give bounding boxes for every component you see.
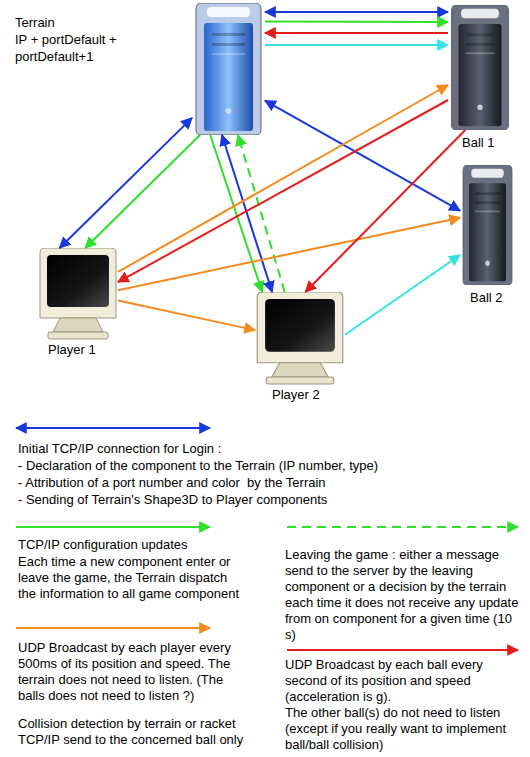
note-text: - Attribution of a port number and color… (18, 475, 326, 491)
computer-node: Ball 2 (460, 165, 515, 285)
node-label: Player 2 (272, 387, 320, 403)
note-text: - Sending of Terrain's Shape3D to Player… (18, 492, 327, 508)
legend-line (16, 427, 210, 429)
legend-line (287, 526, 518, 528)
legend-text: Initial TCP/IP connection for Login : (18, 441, 221, 457)
connector-arrow (118, 300, 255, 330)
monitor-icon (255, 292, 345, 385)
note-text: The other ball(s) do not need to listen … (285, 705, 523, 753)
computer-node: Player 1 (38, 248, 118, 340)
node-label: Player 1 (48, 342, 96, 358)
computer-node: Player 2 (255, 292, 345, 385)
connector-arrow (345, 255, 460, 335)
connector-arrow (305, 130, 465, 292)
monitor-icon (38, 248, 118, 340)
legend-text: Leaving the game : either a message send… (285, 547, 521, 643)
legend-line (287, 649, 518, 651)
note-text: Each time a new component enter or leave… (18, 554, 246, 602)
connector-arrow (265, 44, 448, 46)
legend-line (16, 526, 210, 528)
connector-arrow (265, 101, 460, 211)
computer-node: TerrainIP + portDefault + portDefault+1 (192, 3, 265, 135)
connector-arrow (265, 32, 448, 34)
computer-node: Ball 1 (448, 5, 512, 130)
connector-arrow (238, 135, 285, 292)
connector-arrow (118, 85, 448, 272)
legend-text: UDP Broadcast by each ball every second … (285, 657, 521, 705)
legend-text: UDP Broadcast by each player every 500ms… (18, 640, 246, 704)
note-text: - Declaration of the component to the Te… (18, 458, 378, 474)
tower-icon (192, 3, 265, 135)
node-label: Ball 1 (462, 135, 495, 151)
node-label: Terrain (15, 14, 155, 31)
connector-arrow (85, 135, 200, 248)
connector-arrow (265, 20, 448, 23)
legend-line (16, 627, 210, 629)
connector-arrow (118, 218, 460, 291)
connector-arrow (60, 118, 192, 248)
node-label: Ball 2 (470, 290, 503, 306)
connector-arrow (265, 11, 448, 13)
tower-icon (448, 5, 512, 130)
node-label: IP + portDefault + portDefault+1 (15, 31, 143, 65)
connector-arrow (118, 100, 448, 282)
legend-text: TCP/IP configuration updates (18, 537, 188, 553)
connector-arrow (222, 135, 272, 292)
connector-arrow (210, 135, 262, 292)
tower-icon (460, 165, 515, 285)
legend-text: Collision detection by terrain or racket… (18, 716, 268, 748)
